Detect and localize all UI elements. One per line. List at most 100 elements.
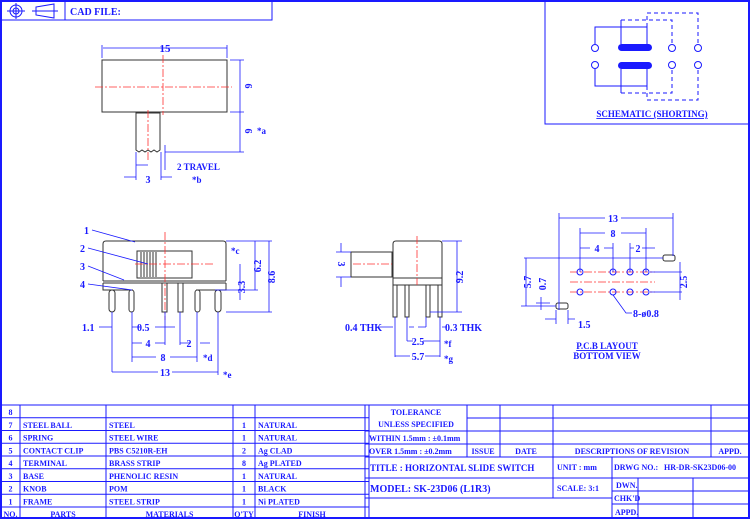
bom-header-qty: Q'TY — [234, 510, 254, 519]
dim-width: 15 — [160, 43, 172, 55]
bom-cell-no: 2 — [9, 485, 13, 494]
front-view: 1 2 3 4 *c 6.2 8.6 3.3 1.1 0.5 4 2 8 *d … — [80, 226, 278, 380]
descriptions-header: DESCRIPTIONS OF REVISION — [575, 447, 690, 456]
callout-3: 3 — [80, 262, 85, 273]
tolerance-over: OVER 1.5mm : ±0.2mm — [369, 447, 452, 456]
bom-cell-part: FRAME — [23, 497, 52, 506]
dwn-label: DWN. — [616, 481, 638, 490]
bom-cell-finish: NATURAL — [258, 434, 297, 443]
bom-cell-material: PBS C5210R-EH — [109, 446, 168, 455]
dim-travel: 2 TRAVEL — [177, 162, 220, 172]
tolerance-unless: UNLESS SPECIFIED — [378, 420, 454, 429]
dim-0-5: 0.5 — [137, 323, 150, 334]
tolerance-label: TOLERANCE — [391, 408, 442, 417]
bom-cell-finish: Ni PLATED — [258, 497, 300, 506]
bom-cell-no: 8 — [9, 408, 13, 417]
schematic: SCHEMATIC (SHORTING) — [544, 0, 750, 125]
pcb-dim-8: 8 — [611, 229, 616, 240]
drawing-title: TITLE : HORIZONTAL SLIDE SWITCH — [370, 463, 534, 473]
bom-cell-material: STEEL STRIP — [109, 497, 160, 506]
top-view: 15 6 6 *a 3 2 TRAVEL *b — [95, 43, 267, 186]
pcb-dim-13: 13 — [608, 214, 618, 225]
bom-cell-part: BASE — [23, 472, 44, 481]
scale-label: SCALE: 3:1 — [557, 484, 599, 493]
callout-4: 4 — [80, 280, 85, 291]
bom-cell-qty: 1 — [242, 421, 246, 430]
dim-1-1: 1.1 — [82, 323, 95, 334]
issue-header: ISSUE — [471, 447, 494, 456]
bom-cell-finish: Ag PLATED — [258, 459, 302, 468]
pcb-dim-5-7: 5.7 — [523, 276, 534, 289]
bom-cell-part: TERMINAL — [23, 459, 67, 468]
callout-2: 2 — [80, 244, 85, 255]
note-d: *d — [203, 353, 213, 363]
bom-cell-qty: 1 — [242, 497, 246, 506]
dim-8-6: 8.6 — [267, 271, 278, 284]
dim-0-3-thk: 0.3 THK — [445, 323, 482, 334]
note-c: *c — [231, 246, 240, 256]
bom-cell-material: STEEL — [109, 421, 135, 430]
bom-header-finish: FINISH — [298, 510, 326, 519]
bom-cell-material: POM — [109, 485, 128, 494]
dim-8: 8 — [161, 353, 166, 364]
dim-2: 2 — [187, 339, 192, 350]
bom-cell-no: 7 — [9, 421, 13, 430]
pcb-caption-bottom-view: BOTTOM VIEW — [573, 351, 640, 361]
dim-knob-3: 3 — [335, 262, 346, 267]
bom-cell-material: STEEL WIRE — [109, 434, 158, 443]
dim-3-3: 3.3 — [237, 281, 248, 294]
title-block: TOLERANCE UNLESS SPECIFIED WITHIN 1.5mm … — [364, 404, 750, 519]
note-a: *a — [257, 126, 267, 136]
note-b: *b — [192, 175, 202, 185]
bom-cell-qty: 1 — [242, 472, 246, 481]
bom-cell-part: CONTACT CLIP — [23, 446, 83, 455]
bom-cell-qty: 8 — [242, 459, 246, 468]
bom-cell-material: BRASS STRIP — [109, 459, 160, 468]
appd-header: APPD. — [718, 447, 741, 456]
tolerance-within: WITHIN 1.5mm : ±0.1mm — [369, 434, 461, 443]
callout-1: 1 — [84, 226, 89, 237]
pcb-dim-4: 4 — [595, 244, 600, 255]
pcb-dim-0-7: 0.7 — [538, 278, 549, 291]
dim-5-7: 5.7 — [412, 352, 425, 363]
projection-symbol-icon — [7, 3, 58, 19]
bom-cell-part: STEEL BALL — [23, 421, 72, 430]
dim-knob-length: 6 — [242, 129, 253, 134]
date-header: DATE — [515, 447, 537, 456]
bom-cell-qty: 1 — [242, 485, 246, 494]
pcb-dim-2: 2 — [636, 244, 641, 255]
dim-6-2: 6.2 — [253, 260, 264, 273]
drawing-number-label: DRWG NO.: — [614, 463, 658, 472]
pcb-holes-note: 8-ø0.8 — [633, 309, 659, 320]
dim-4: 4 — [146, 339, 151, 350]
unit-label: UNIT : mm — [557, 463, 597, 472]
dim-9-2: 9.2 — [455, 271, 466, 284]
bom-cell-no: 3 — [9, 472, 13, 481]
pcb-layout: 13 8 4 2 5.7 0.7 2.5 1.5 8-ø0.8 P.C.B LA… — [521, 213, 690, 361]
bom-header-materials: MATERIALS — [146, 510, 194, 519]
note-e: *e — [223, 370, 232, 380]
pcb-dim-1-5: 1.5 — [578, 320, 591, 331]
bom-cell-finish: NATURAL — [258, 472, 297, 481]
note-g: *g — [444, 354, 454, 364]
bom-cell-no: 4 — [9, 459, 13, 468]
bom-cell-finish: BLACK — [258, 485, 287, 494]
dim-0-4-thk: 0.4 THK — [345, 323, 382, 334]
bom-cell-finish: NATURAL — [258, 421, 297, 430]
bom-cell-part: SPRING — [23, 434, 53, 443]
header: CAD FILE: — [0, 0, 273, 21]
dim-knob-width: 3 — [146, 175, 151, 186]
note-f: *f — [444, 339, 453, 349]
appd-label: APPD. — [615, 508, 638, 517]
bom-cell-qty: 1 — [242, 434, 246, 443]
bom-header-parts: PARTS — [50, 510, 76, 519]
bom-header-no: NO. — [4, 510, 18, 519]
bom-cell-finish: Ag CLAD — [258, 446, 293, 455]
bom-cell-material: PHENOLIC RESIN — [109, 472, 178, 481]
bom-cell-no: 5 — [9, 446, 13, 455]
side-view: 3 9.2 0.4 THK 0.3 THK 2.5 *f 5.7 *g — [335, 236, 482, 364]
bom-cell-qty: 2 — [242, 446, 246, 455]
dim-13: 13 — [160, 368, 170, 379]
